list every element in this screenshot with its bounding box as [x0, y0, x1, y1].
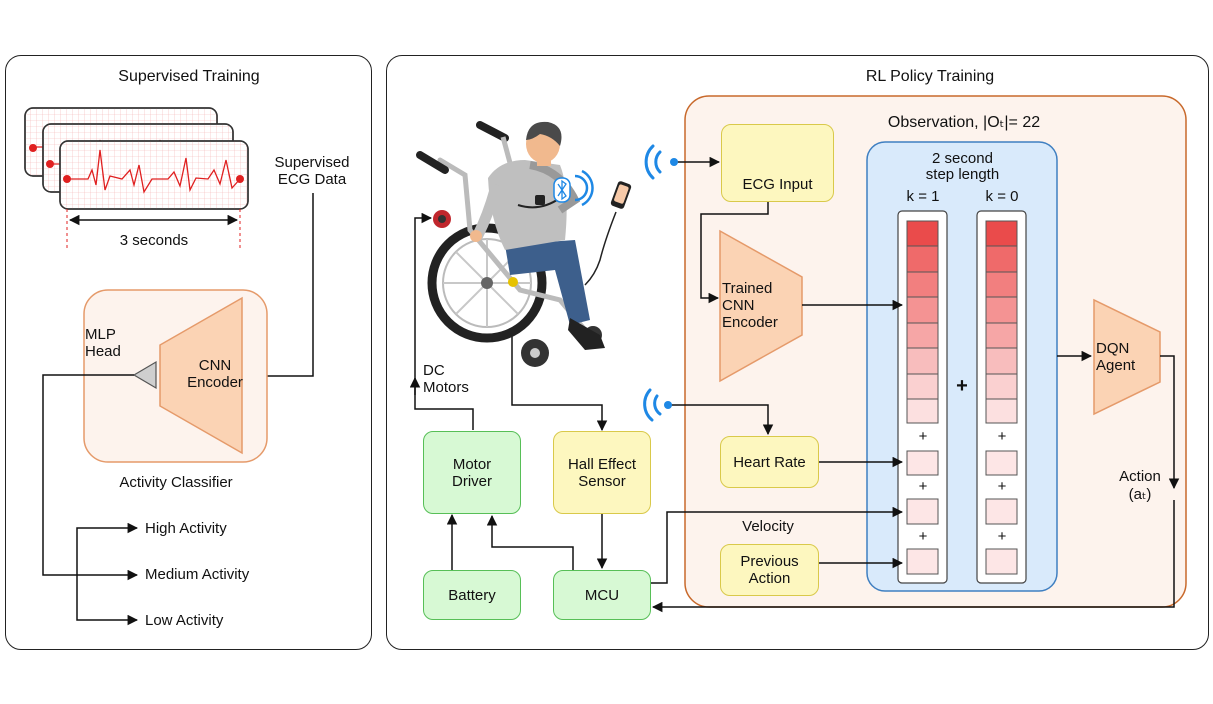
heart-rate-label: Heart Rate: [733, 453, 806, 471]
mlp-head-label-line2: Head: [85, 343, 121, 360]
battery-label: Battery: [448, 586, 496, 604]
ecg-card-stack: [24, 107, 249, 210]
supervised-ecg-data-label-line1: Supervised: [274, 154, 350, 171]
mlp-head-label-line1: MLP: [85, 326, 116, 343]
trained-encoder-label-line3: Encoder: [722, 314, 778, 331]
step-length-label-line1: 2 second: [932, 150, 993, 167]
rl-policy-training-panel: [386, 55, 1209, 650]
k0-feature-cells: [985, 220, 1018, 575]
action-label-line1: Action: [1119, 468, 1161, 485]
output-low-activity: Low Activity: [145, 612, 224, 629]
previous-action-label-line1: Previous: [740, 553, 799, 570]
supervised-ecg-data-label-line2: ECG Data: [277, 171, 347, 188]
velocity-label: Velocity: [742, 518, 794, 535]
output-medium-activity: Medium Activity: [145, 566, 250, 583]
heart-rate-box: Heart Rate: [720, 436, 819, 488]
cnn-encoder-label-line1: CNN: [198, 357, 232, 374]
duration-label: 3 seconds: [119, 232, 189, 249]
observation-label: Observation, |Oₜ|= 22: [887, 114, 1041, 131]
hall-effect-sensor-box: Hall Effect Sensor: [553, 431, 651, 514]
plus-k1-2: +: [918, 478, 928, 495]
trained-encoder-label-line1: Trained: [722, 280, 773, 297]
activity-classifier-label: Activity Classifier: [119, 474, 233, 491]
supervised-training-title: Supervised Training: [118, 68, 260, 85]
plus-k0-2: +: [997, 478, 1007, 495]
k0-label: k = 0: [985, 188, 1019, 205]
motor-driver-label-line1: Motor: [452, 455, 492, 473]
dc-motors-label-line2: Motors: [423, 379, 469, 396]
mcu-box: MCU: [553, 570, 651, 620]
previous-action-box: Previous Action: [720, 544, 819, 596]
plus-k0-3: +: [997, 528, 1007, 545]
k1-feature-cells: [906, 220, 939, 575]
k1-label: k = 1: [906, 188, 940, 205]
ecg-input-label: ECG Input: [742, 176, 813, 193]
motor-driver-box: Motor Driver: [423, 431, 521, 514]
trained-encoder-label-line2: CNN: [722, 297, 755, 314]
plus-k1-1: +: [918, 428, 928, 445]
wheelchair-user-illustration: [416, 121, 632, 367]
motor-driver-label-line2: Driver: [452, 472, 492, 490]
cnn-encoder-label-line2: Encoder: [187, 374, 243, 391]
mcu-label: MCU: [584, 586, 620, 604]
supervised-training-panel: [5, 55, 372, 650]
output-high-activity: High Activity: [145, 520, 227, 537]
dqn-agent-label-line2: Agent: [1096, 357, 1136, 374]
plus-k0-1: +: [997, 428, 1007, 445]
hall-sensor-label-line2: Sensor: [578, 472, 626, 490]
rl-policy-training-title: RL Policy Training: [865, 68, 995, 85]
previous-action-label-line2: Action: [748, 570, 791, 587]
plus-k1-3: +: [918, 528, 928, 545]
dqn-agent-label-line1: DQN: [1096, 340, 1130, 357]
action-label-line2: (aₜ): [1128, 486, 1152, 503]
battery-box: Battery: [423, 570, 521, 620]
hall-sensor-label-line1: Hall Effect: [567, 455, 637, 473]
combine-plus-center: +: [956, 375, 968, 397]
dc-motors-label-line1: DC: [423, 362, 445, 379]
step-length-label-line2: step length: [925, 166, 1000, 183]
ecg-input-box: ECG Input: [721, 124, 834, 202]
